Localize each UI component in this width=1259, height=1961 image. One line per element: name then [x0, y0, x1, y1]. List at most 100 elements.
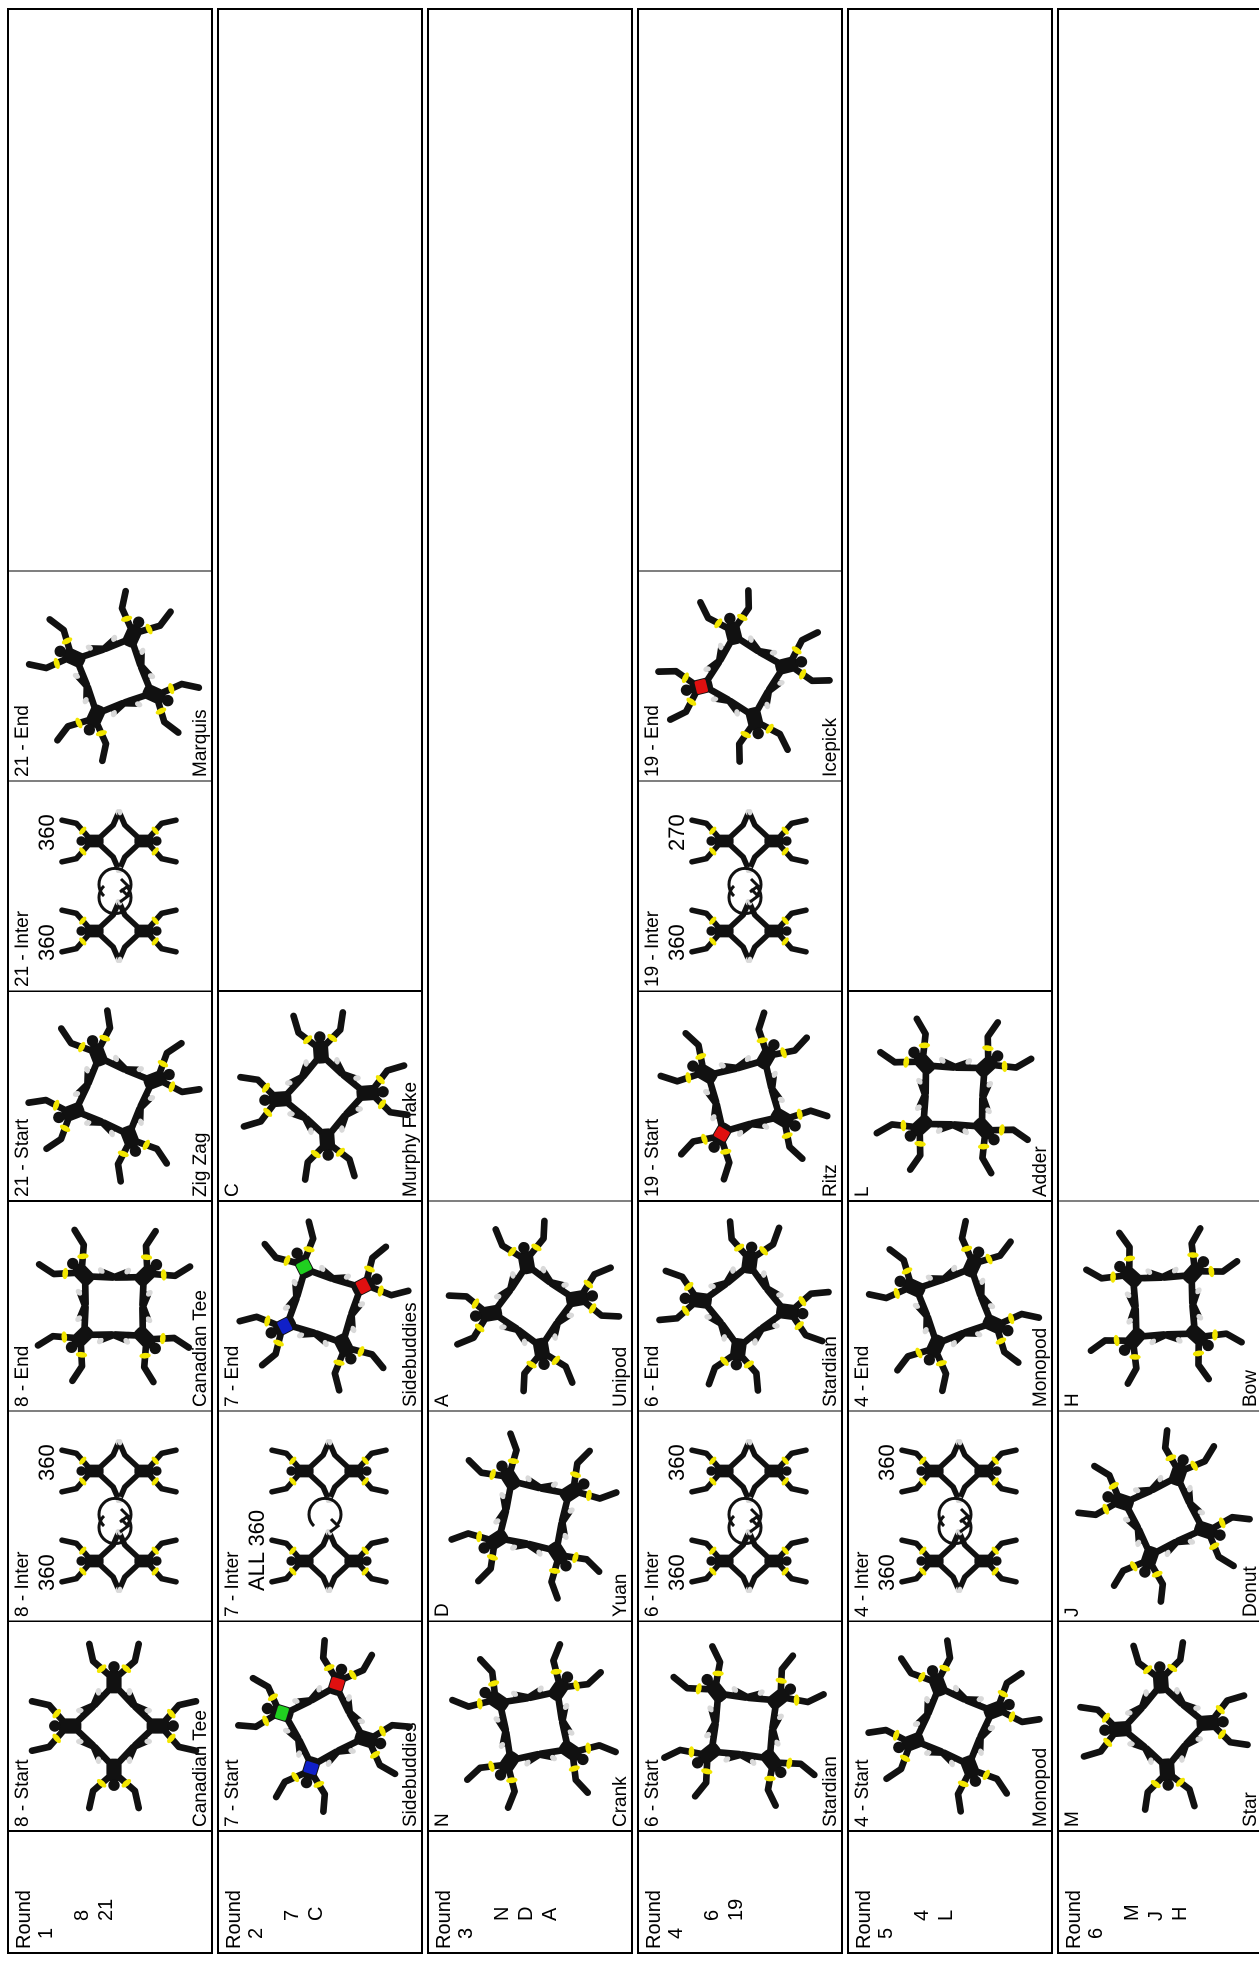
formation-cell: MStar [1058, 1621, 1259, 1831]
formation-cell: 4 - Start Monopod [848, 1621, 1052, 1831]
cell-label: 7 - Inter [222, 1551, 243, 1617]
cell-label: N [432, 1813, 453, 1827]
formation-cell: 7 - End Sidebuddies [218, 1201, 422, 1411]
cell-label: A [432, 1394, 453, 1407]
formation-name: Canadian Tee [190, 1290, 211, 1407]
formation-cell: N Crank [428, 1621, 632, 1831]
sequence-item: 6 [701, 1910, 723, 1921]
formation-name: Crank [610, 1776, 631, 1827]
round-title: Round [223, 1890, 245, 1949]
formation-cell: D Yuan [428, 1411, 632, 1621]
formation-cell: 21 - Start Zig Zag [8, 991, 212, 1201]
round-number: 2 [245, 1928, 267, 1939]
cell-label: C [222, 1183, 243, 1197]
sequence-item: L [935, 1910, 957, 1921]
formation-cell: 6 - Start Stardian [638, 1621, 842, 1831]
sequence-item: 4 [911, 1910, 933, 1921]
formation-name: Unipod [610, 1347, 631, 1407]
round-row: Round6MJHMStarJDonutHBow [1058, 9, 1259, 1953]
sequence-item: A [539, 1907, 561, 1921]
formation-cell: 19 - End Icepick [638, 571, 842, 781]
formation-name: Bow [1240, 1370, 1259, 1407]
formation-cell: 8 - Start Canadian Tee [8, 1621, 212, 1831]
round-title: Round [433, 1890, 455, 1949]
cell-label: 19 - End [642, 705, 663, 777]
formation-name: Stardian [820, 1756, 841, 1827]
sequence-item: M [1121, 1904, 1143, 1921]
cell-label: 21 - End [12, 705, 33, 777]
cell-label: L [852, 1186, 873, 1197]
cell-label: 8 - End [12, 1346, 33, 1407]
round-title: Round [853, 1890, 875, 1949]
formation-cell: L Adder [848, 991, 1052, 1201]
cell-label: 4 - Inter [852, 1551, 873, 1617]
cell-label: 8 - Start [12, 1759, 33, 1827]
formation-cell: 8 - End Canadian Tee [8, 1201, 212, 1411]
formation-name: Canadian Tee [190, 1710, 211, 1827]
cell-label: H [1062, 1393, 1083, 1407]
cell-label: 6 - End [642, 1346, 663, 1407]
round-title: Round [643, 1890, 665, 1949]
formation-cell: 6 - End Stardian [638, 1201, 842, 1411]
rotation-note: 270 [664, 814, 689, 851]
cell-label: 21 - Inter [12, 910, 33, 987]
rotation-note: 360 [34, 924, 59, 961]
cell-label: J [1062, 1608, 1083, 1618]
formation-cell: C Murphy Flake [218, 991, 422, 1201]
formation-name: Sidebuddies [400, 1722, 421, 1827]
sequence-item: 8 [71, 1910, 93, 1921]
round-row: Round18218 - StartCanadian Tee8 - Inter3… [8, 9, 212, 1953]
cell-label: 7 - End [222, 1346, 243, 1407]
rotation-note: 360 [34, 1554, 59, 1591]
formation-name: Donut [1240, 1566, 1259, 1617]
formation-name: Monopod [1030, 1328, 1051, 1407]
formation-name: Murphy Flake [400, 1082, 421, 1197]
cell-label: 8 - Inter [12, 1551, 33, 1617]
rotation-note: 360 [34, 1444, 59, 1481]
formation-name: Sidebuddies [400, 1302, 421, 1407]
formation-name: Adder [1030, 1146, 1051, 1197]
sequence-item: D [515, 1907, 537, 1921]
sequence-item: 19 [725, 1899, 747, 1921]
formation-cell: J Donut [1058, 1411, 1259, 1621]
rotation-note: ALL 360 [244, 1510, 269, 1591]
formation-name: Zig Zag [190, 1133, 211, 1197]
formation-name: Monopod [1030, 1748, 1051, 1827]
rotation-note: 360 [664, 1444, 689, 1481]
cell-label: D [432, 1603, 453, 1617]
round-title: Round [1063, 1890, 1085, 1949]
cell-label: 19 - Inter [642, 910, 663, 987]
round-number: 6 [1085, 1928, 1107, 1939]
round-row: Round54L4 - StartMonopod4 - Inter3603604… [848, 9, 1052, 1953]
cell-label: 21 - Start [12, 1118, 33, 1197]
formation-name: Ritz [820, 1164, 841, 1197]
cell-label: 6 - Start [642, 1759, 663, 1827]
formation-cell: 7 - InterALL 360 [218, 1411, 422, 1621]
formation-name: Icepick [820, 717, 841, 777]
rotation-note: 360 [34, 814, 59, 851]
formation-cell: 4 - End Monopod [848, 1201, 1052, 1411]
rotation-note: 360 [664, 1554, 689, 1591]
sequence-item: H [1169, 1907, 1191, 1921]
formation-name: Yuan [610, 1574, 631, 1617]
cell-label: 19 - Start [642, 1118, 663, 1197]
rotation-note: 360 [874, 1554, 899, 1591]
cell-label: 4 - Start [852, 1759, 873, 1827]
formation-cell: A Unipod [428, 1201, 632, 1411]
sequence-item: J [1145, 1911, 1167, 1921]
sequence-item: 21 [95, 1899, 117, 1921]
formation-name: Stardian [820, 1336, 841, 1407]
cell-label: 4 - End [852, 1346, 873, 1407]
formation-cell: 8 - Inter360360 [8, 1411, 212, 1621]
formation-name: Star [1240, 1791, 1259, 1827]
formation-cell: H Bow [1058, 1201, 1259, 1411]
round-number: 3 [455, 1928, 477, 1939]
